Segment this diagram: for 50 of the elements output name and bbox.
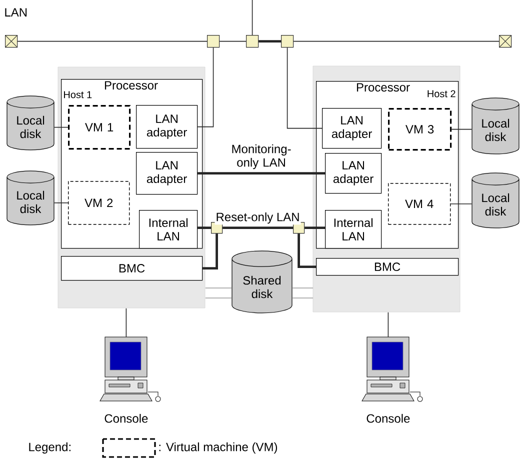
vm-box: VM 1 [68,105,131,150]
vm-box: VM 3 [388,108,452,151]
adapter-box: LAN adapter [325,153,382,194]
disk-cylinder: Local disk [6,96,54,150]
connector-line [17,40,208,42]
adapter-box: LAN adapter [136,105,198,149]
legend-text: : Virtual machine (VM) [159,442,278,454]
terminator-square [499,35,512,48]
connector-line [126,308,127,338]
connector-line [293,40,500,42]
thick-line [198,226,211,229]
bmc-box: BMC [61,256,203,281]
legend-title: Legend: [29,442,70,454]
thick-line [202,234,218,270]
connector-line [54,126,68,128]
connector-line [197,47,214,128]
disk-cylinder: Shared disk [232,250,292,314]
connector-line [252,0,253,36]
disk-cylinder: Local disk [472,172,520,228]
edge-label: Reset-only LAN [214,211,301,225]
thick-line [298,234,316,268]
console-label: Console [366,414,410,423]
edge-label: Monitoring-only LAN [228,143,294,170]
connector-square [281,35,294,48]
network-label: LAN [5,8,27,16]
thick-line [222,226,293,229]
computer-drawing [100,336,161,402]
vm-box: VM 4 [388,183,451,225]
connector-line [388,312,389,338]
console-label: Console [104,414,148,423]
connector-square [207,35,220,48]
adapter-box: Internal LAN [325,210,382,249]
bmc-box: BMC [316,258,459,276]
thick-line [198,172,325,174]
connector-square [246,35,259,48]
vm-box: VM 2 [68,181,130,225]
disk-cylinder: Local disk [472,98,520,154]
disk-cylinder: Local disk [6,170,54,226]
connector-line [54,202,68,204]
computer-drawing [362,336,423,402]
thick-line [304,226,325,229]
adapter-box: Internal LAN [139,210,198,249]
adapter-box: LAN adapter [136,152,198,195]
thick-line [258,40,281,42]
connector-line [451,128,472,130]
connector-line [450,203,472,204]
connector-line [219,40,246,42]
adapter-box: LAN adapter [322,108,382,149]
terminator-square [5,35,18,48]
connector-line [286,47,322,129]
